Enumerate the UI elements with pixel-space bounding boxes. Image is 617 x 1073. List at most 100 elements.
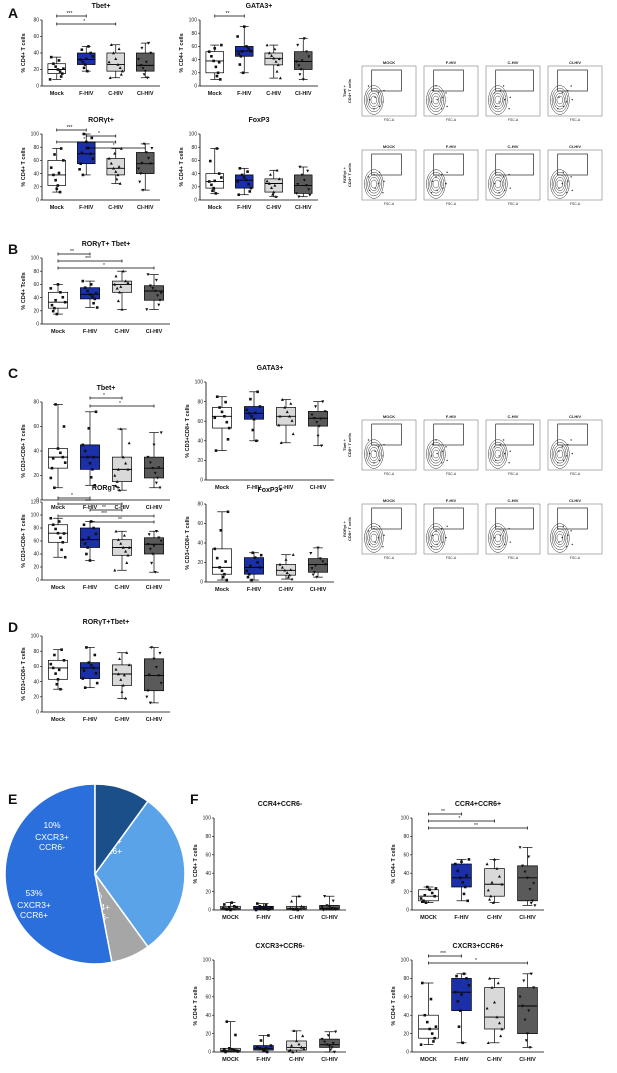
data-point — [151, 552, 155, 556]
sig-label: *** — [67, 11, 73, 17]
data-point — [91, 468, 94, 471]
data-point — [107, 60, 111, 64]
data-point — [302, 179, 306, 182]
data-point — [58, 70, 62, 73]
flow-gate — [371, 507, 402, 530]
data-point — [56, 447, 60, 450]
sig-label: * — [475, 958, 477, 964]
data-point — [156, 294, 160, 298]
data-point — [488, 897, 492, 901]
data-point — [300, 59, 304, 63]
y-tick-label: 0 — [406, 908, 409, 914]
data-point — [302, 905, 306, 909]
data-point — [112, 51, 116, 55]
data-point — [147, 41, 151, 45]
data-point — [119, 285, 123, 288]
x-tick-label: C-HIV — [115, 717, 130, 723]
flow-contour — [556, 95, 564, 105]
flow-contour — [370, 95, 378, 105]
data-point — [532, 986, 536, 990]
data-point — [325, 904, 329, 907]
data-point — [147, 673, 151, 677]
flow-x-label: FSC-A — [570, 556, 581, 560]
data-point — [59, 687, 62, 691]
data-point — [264, 903, 268, 907]
data-point — [137, 167, 141, 171]
data-point — [278, 76, 282, 80]
data-point — [87, 45, 90, 48]
data-point — [490, 986, 494, 989]
chart-title: CXCR3+CCR6- — [255, 943, 305, 950]
data-point — [286, 575, 290, 579]
data-point — [126, 553, 130, 557]
data-point — [82, 66, 86, 70]
data-point — [330, 1046, 334, 1049]
flow-contour — [489, 525, 506, 551]
data-point — [92, 455, 95, 459]
data-point — [94, 671, 98, 675]
data-point — [273, 183, 277, 187]
data-point — [142, 142, 146, 146]
data-point — [49, 55, 53, 59]
data-point — [118, 488, 122, 492]
y-tick-label: 60 — [33, 424, 39, 430]
flow-gate — [433, 153, 464, 176]
y-tick-label: 100 — [401, 958, 410, 964]
data-point — [493, 1000, 496, 1004]
data-point — [488, 976, 492, 980]
x-tick-label: CI-HIV — [321, 1057, 338, 1063]
data-point — [259, 1039, 263, 1042]
data-point — [225, 908, 229, 911]
data-point — [113, 151, 117, 155]
data-point — [316, 546, 320, 550]
flow-contour — [494, 95, 502, 105]
data-point — [239, 55, 243, 58]
data-point — [421, 981, 424, 985]
data-point — [63, 555, 67, 559]
data-point — [321, 908, 325, 912]
y-tick-label: 0 — [194, 198, 197, 204]
data-point — [215, 395, 219, 398]
x-tick-label: F-HIV — [247, 587, 262, 593]
data-point — [115, 480, 119, 483]
flow-event — [445, 182, 447, 185]
data-point — [211, 189, 214, 193]
flow-event — [498, 192, 500, 194]
data-point — [491, 901, 495, 904]
data-point — [331, 899, 335, 903]
y-axis-label: % CD4+ T cells — [21, 33, 27, 72]
flow-grid: Tbet +CD4+ T cellsMOCKFSC-AF-HIVFSC-AC-H… — [342, 60, 603, 206]
data-point — [62, 159, 65, 162]
data-point — [107, 156, 111, 160]
flow-contour — [555, 177, 565, 191]
x-tick-label: CI-HIV — [146, 585, 163, 591]
y-tick-label: 60 — [191, 44, 197, 50]
y-tick-label: 60 — [33, 539, 39, 545]
y-tick-label: 40 — [33, 449, 39, 455]
flow-event — [499, 180, 501, 183]
y-tick-label: 100 — [189, 132, 198, 138]
data-point — [226, 510, 230, 514]
sig-label: * — [98, 131, 100, 137]
flow-event — [495, 459, 497, 462]
flow-contour — [488, 523, 508, 553]
data-point — [429, 997, 433, 1001]
data-point — [527, 1009, 531, 1013]
flow-event — [368, 452, 371, 455]
x-tick-label: Mock — [208, 91, 223, 97]
data-point — [302, 1047, 306, 1050]
data-point — [290, 899, 294, 903]
data-point — [456, 1000, 460, 1003]
data-point — [259, 553, 263, 557]
flow-event — [446, 171, 448, 173]
flow-x-label: FSC-A — [508, 202, 519, 206]
data-point — [296, 908, 300, 912]
data-point — [118, 657, 122, 660]
flow-event — [561, 536, 563, 539]
box-ci-hiv — [144, 285, 164, 301]
data-point — [118, 181, 122, 185]
y-tick-label: 0 — [208, 908, 211, 914]
y-tick-label: 20 — [197, 458, 203, 464]
data-point — [258, 1047, 262, 1050]
